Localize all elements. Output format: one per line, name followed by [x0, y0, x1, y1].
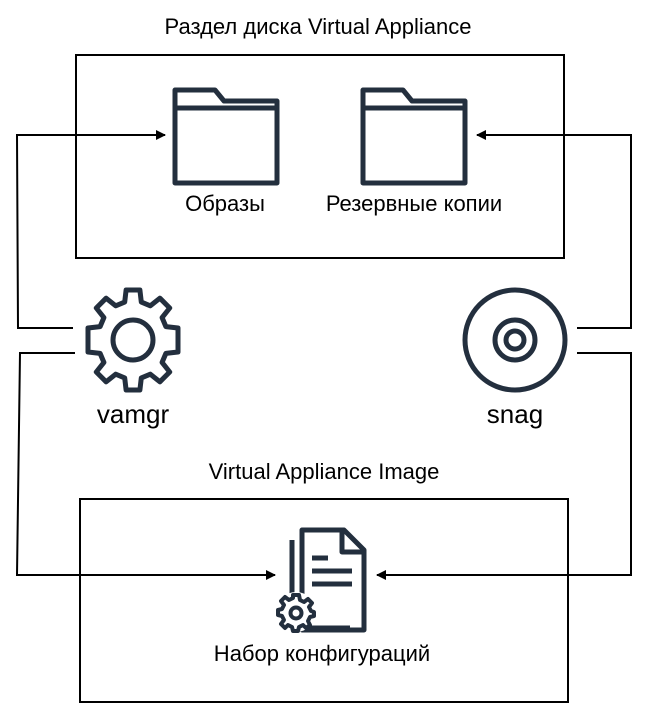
disk-partition-container	[75, 54, 565, 259]
folder-icon	[172, 87, 280, 186]
node-label-snag: snag	[486, 399, 544, 429]
appliance-image-title: Virtual Appliance Image	[208, 459, 440, 484]
config-document-icon	[276, 527, 367, 633]
folder-icon	[360, 87, 468, 186]
connector-vamgr-to-config	[15, 352, 276, 580]
disc-icon	[462, 287, 568, 393]
disk-partition-title: Раздел диска Virtual Appliance	[164, 14, 472, 39]
connector-snag-to-config	[376, 352, 632, 580]
folder-label-backups: Резервные копии	[325, 191, 503, 216]
node-label-vamgr: vamgr	[96, 399, 170, 429]
connector-vamgr-to-images	[15, 130, 166, 329]
config-set-label: Набор конфигураций	[213, 641, 431, 666]
connector-snag-to-backups	[476, 130, 632, 329]
appliance-image-container	[79, 498, 569, 703]
folder-label-images: Образы	[185, 191, 265, 216]
gear-icon	[85, 287, 181, 393]
